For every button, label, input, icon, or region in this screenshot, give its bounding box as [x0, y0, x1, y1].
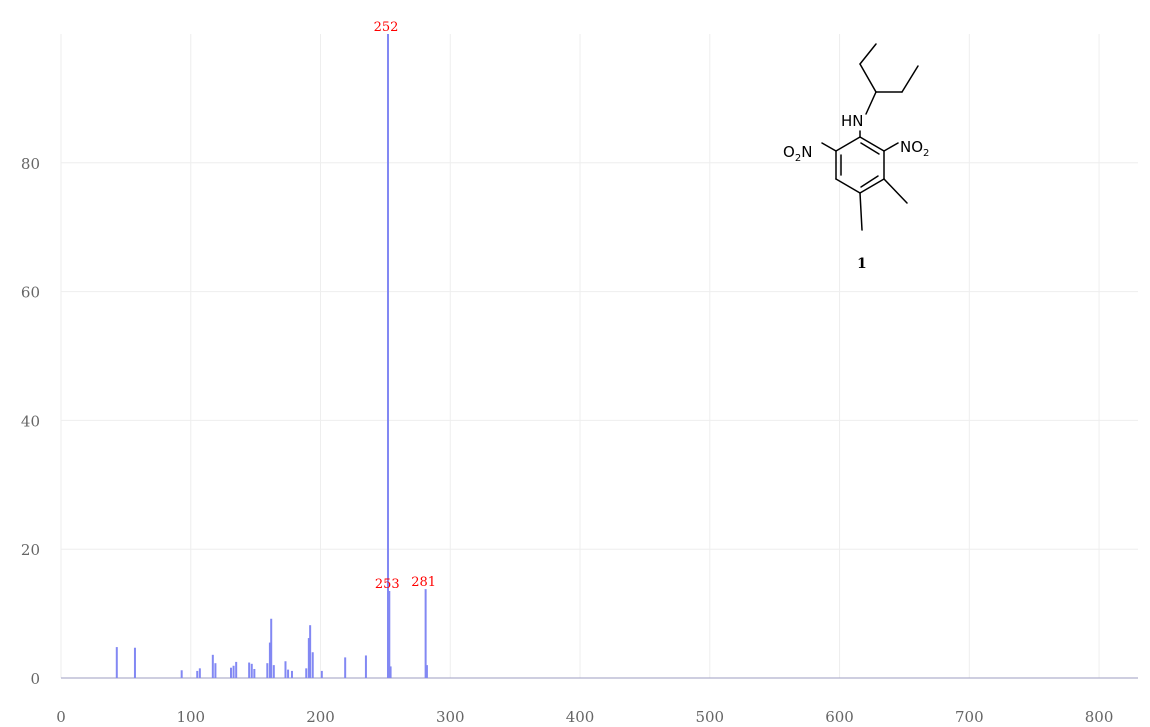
- x-tick-label: 800: [1085, 708, 1114, 726]
- nh-label: HN: [841, 112, 864, 130]
- nitro-bond-right: [883, 142, 899, 152]
- methyl-bond: [883, 178, 908, 204]
- y-tick-label: 20: [21, 541, 40, 559]
- peak-label: 252: [374, 20, 399, 35]
- y-tick-label: 0: [30, 670, 40, 688]
- chain-bond: [859, 63, 877, 93]
- methyl-bond: [859, 192, 863, 231]
- nitro-bond-left: [821, 142, 837, 152]
- grid-lines: [60, 34, 1138, 678]
- ring-bond: [859, 136, 885, 152]
- nitro-right-label: NO2: [900, 138, 929, 159]
- y-tick-label: 40: [21, 412, 40, 430]
- y-tick-label: 80: [21, 155, 40, 173]
- x-tick-label: 400: [566, 708, 595, 726]
- x-tick-label: 100: [176, 708, 205, 726]
- peak-labels: 252 253 281: [374, 20, 436, 592]
- x-tick-label: 200: [306, 708, 335, 726]
- ring-bond: [859, 178, 885, 194]
- x-tick-label: 0: [56, 708, 66, 726]
- chain-bond: [859, 43, 877, 65]
- peak-label: 281: [411, 575, 436, 590]
- peak-label: 253: [375, 577, 400, 592]
- axes: 0 100 200 300 400 500 600 700 800 0 20 40 60 80: [21, 155, 1138, 726]
- compound-number: 1: [857, 256, 867, 272]
- spectrum-bars: [115, 34, 428, 678]
- y-tick-label: 60: [21, 284, 40, 302]
- x-tick-label: 500: [695, 708, 724, 726]
- nitro-left-label: O2N: [783, 143, 812, 164]
- ring-bond: [835, 136, 861, 152]
- chain-bond: [865, 91, 877, 115]
- molecule-structure: HN O2N NO2 1: [783, 43, 929, 272]
- x-tick-label: 600: [825, 708, 854, 726]
- ring-double-bond: [860, 175, 879, 188]
- x-tick-label: 700: [955, 708, 984, 726]
- ring-double-bond: [860, 142, 880, 155]
- chain-bond: [901, 65, 919, 93]
- ring-bond: [835, 178, 861, 194]
- x-tick-label: 300: [436, 708, 465, 726]
